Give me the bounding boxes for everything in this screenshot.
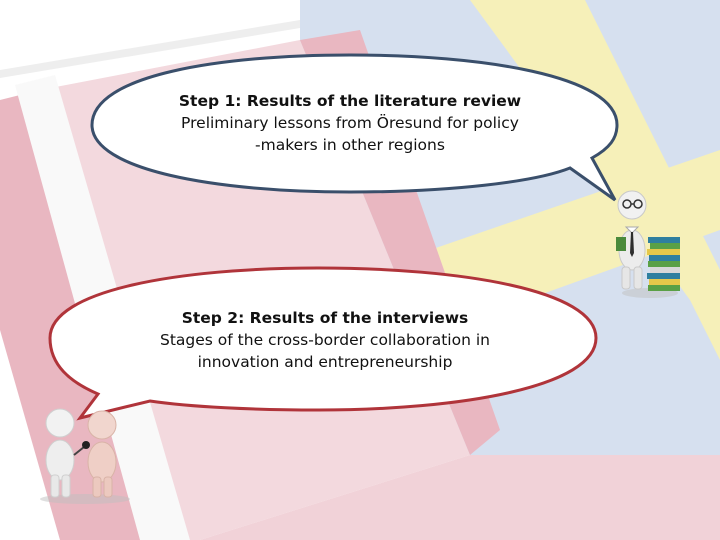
bubble-1-text: Step 1: Results of the literature review… xyxy=(140,90,560,156)
top-frame xyxy=(0,20,300,78)
speech-bubble-1 xyxy=(90,53,619,202)
bubble-1-title: Step 1: Results of the literature review xyxy=(178,92,522,110)
interview-microphone-icon xyxy=(40,408,130,504)
bubble-1-line-1: Preliminary lessons from Öresund for pol… xyxy=(181,114,519,132)
speech-bubble-2 xyxy=(48,266,598,421)
yellow-cross-horizontal xyxy=(430,150,720,320)
bubble-1-line-2: -makers in other regions xyxy=(255,136,445,154)
bubble-2-line-2: innovation and entrepreneurship xyxy=(197,353,453,371)
bubble-2-title: Step 2: Results of the interviews xyxy=(181,309,469,327)
bubble-2-line-1: Stages of the cross-border collaboration… xyxy=(160,331,490,349)
reader-with-books-icon xyxy=(616,190,680,298)
bubble-2-text: Step 2: Results of the interviews Stages… xyxy=(110,307,540,373)
bottom-pink xyxy=(200,455,720,540)
